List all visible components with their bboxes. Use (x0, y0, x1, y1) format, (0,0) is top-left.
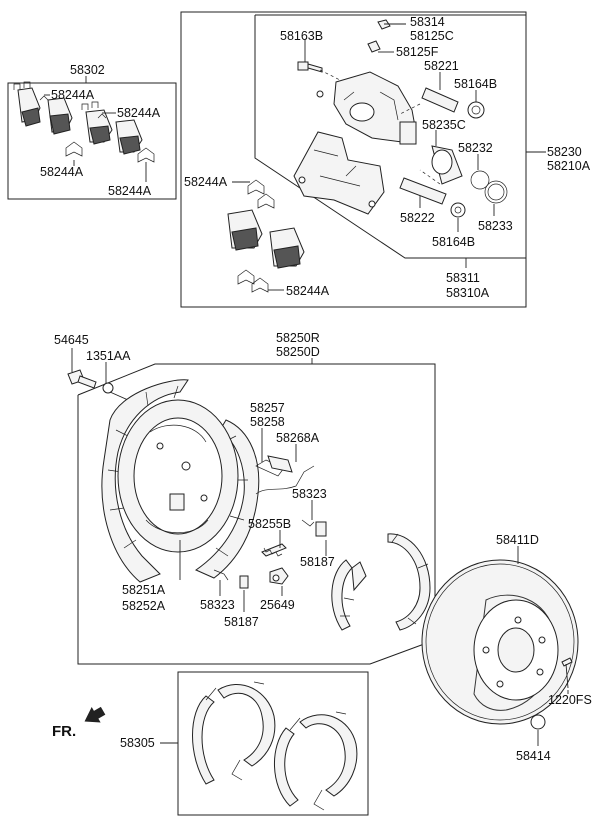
label-25649: 25649 (260, 598, 295, 612)
label-58251a: 58251A (122, 583, 166, 597)
parking-shoes-illustration (331, 533, 431, 631)
rotor-leaders (517, 546, 569, 746)
label-58230: 58230 (547, 145, 582, 159)
label-58268a: 58268A (276, 431, 320, 445)
label-58250d: 58250D (276, 345, 320, 359)
label-58411d: 58411D (496, 533, 539, 547)
label-58232: 58232 (458, 141, 493, 155)
label-58314: 58314 (410, 15, 445, 29)
caliper-inner-box (254, 14, 527, 259)
backing-plate-illustration (67, 369, 260, 583)
label-58252a: 58252A (122, 599, 166, 613)
parking-hardware-illustration (213, 455, 327, 589)
label-58244a-6: 58244A (286, 284, 330, 298)
label-58210a: 58210A (547, 159, 591, 173)
shoe-kit-box (177, 671, 369, 816)
label-58302: 58302 (70, 63, 105, 77)
label-58233: 58233 (478, 219, 513, 233)
label-58250r: 58250R (276, 331, 320, 345)
label-58244a-4: 58244A (108, 184, 152, 198)
label-58164b-2: 58164B (432, 235, 475, 249)
label-fr: FR. (52, 723, 76, 740)
label-58125f: 58125F (396, 45, 439, 59)
caliper-leaders (232, 23, 546, 291)
pad-kit-illustration (13, 81, 155, 163)
pad-kit-leaders (44, 76, 147, 182)
label-58244a-5: 58244A (184, 175, 228, 189)
pad-kit-box (7, 82, 177, 200)
label-58305: 58305 (120, 736, 155, 750)
label-58323-1: 58323 (292, 487, 327, 501)
disc-rotor-illustration (421, 559, 579, 730)
label-58187-2: 58187 (224, 615, 259, 629)
caliper-illustration (293, 19, 508, 218)
label-58164b-1: 58164B (454, 77, 497, 91)
label-58311: 58311 (446, 271, 480, 285)
label-54645: 54645 (54, 333, 89, 347)
label-1220fs: 1220FS (548, 693, 592, 707)
label-58323-2: 58323 (200, 598, 235, 612)
label-58244a-2: 58244A (117, 106, 161, 120)
label-58310a: 58310A (446, 286, 490, 300)
caliper-pads-illustration (227, 179, 305, 293)
shoe-kit-illustration (192, 681, 358, 811)
label-58414: 58414 (516, 749, 551, 763)
label-58221: 58221 (424, 59, 459, 73)
label-1351aa: 1351AA (86, 349, 131, 363)
label-58244a-3: 58244A (40, 165, 84, 179)
label-58187-1: 58187 (300, 555, 335, 569)
front-arrow-icon (84, 706, 106, 723)
label-58255b: 58255B (248, 517, 291, 531)
caliper-outer-box (180, 11, 527, 308)
label-58222: 58222 (400, 211, 435, 225)
label-58125c: 58125C (410, 29, 454, 43)
label-58257: 58257 (250, 401, 285, 415)
parking-leaders (71, 348, 327, 612)
label-58258: 58258 (250, 415, 285, 429)
label-58235c: 58235C (422, 118, 466, 132)
label-58163b: 58163B (280, 29, 323, 43)
label-58244a-1: 58244A (51, 88, 95, 102)
